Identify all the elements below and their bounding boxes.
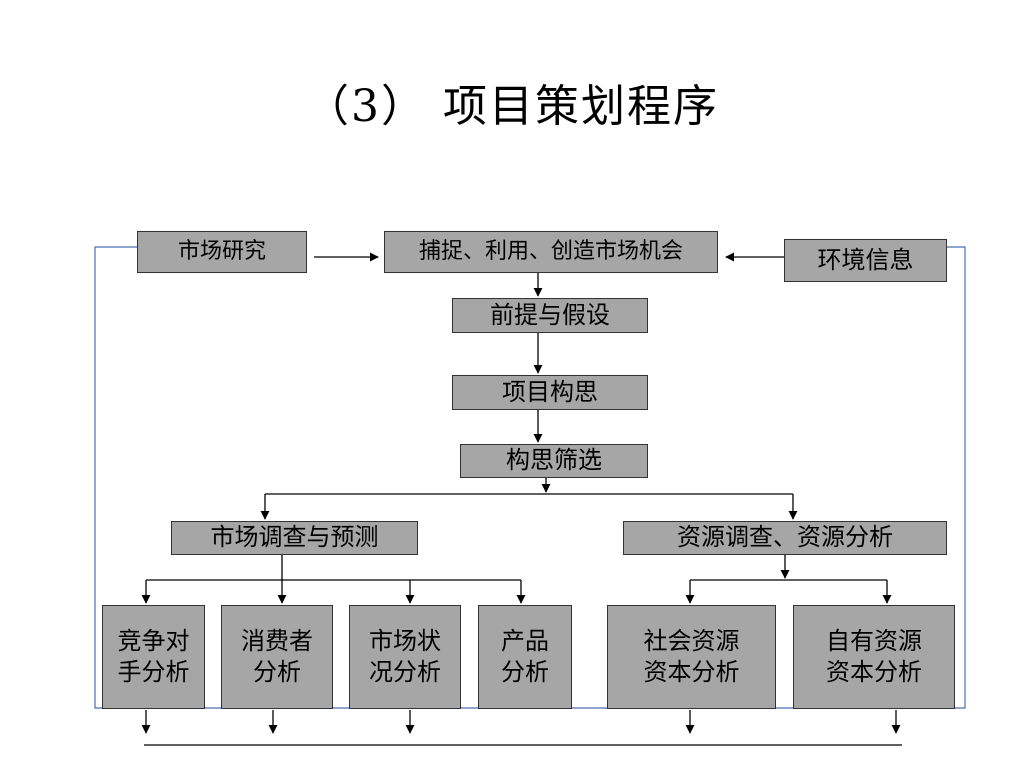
node-consumer-analysis: 消费者 分析 — [221, 605, 333, 709]
node-product-analysis: 产品 分析 — [478, 605, 572, 709]
node-label-line1: 竞争对 — [117, 626, 190, 655]
node-capture-opportunity: 捕捉、利用、创造市场机会 — [384, 231, 718, 273]
node-market-survey: 市场调查与预测 — [171, 521, 418, 555]
node-label-line1: 产品 — [501, 626, 549, 655]
node-social-resource-analysis: 社会资源 资本分析 — [607, 605, 776, 709]
node-label-line1: 社会资源 — [643, 626, 740, 655]
node-label: 前提与假设 — [490, 300, 610, 329]
node-env-info: 环境信息 — [784, 239, 947, 282]
node-label: 项目构思 — [502, 377, 598, 406]
node-label-line2: 况分析 — [369, 658, 441, 686]
node-resource-survey: 资源调查、资源分析 — [623, 521, 947, 555]
node-label-line1: 消费者 — [241, 626, 313, 655]
node-label-line2: 资本分析 — [826, 658, 922, 686]
node-label-line1: 自有资源 — [826, 626, 922, 655]
node-label: 市场调查与预测 — [210, 523, 379, 552]
node-competitor-analysis: 竞争对 手分析 — [102, 605, 205, 709]
node-label-line2: 分析 — [253, 658, 301, 686]
node-label: 构思筛选 — [506, 446, 602, 475]
node-label-line2: 手分析 — [117, 658, 190, 686]
node-label: 环境信息 — [817, 245, 914, 274]
node-own-resource-analysis: 自有资源 资本分析 — [793, 605, 955, 709]
node-market-research: 市场研究 — [137, 231, 307, 273]
node-label-line2: 资本分析 — [643, 658, 740, 686]
node-concept: 项目构思 — [452, 375, 648, 410]
node-label-line2: 分析 — [501, 658, 549, 686]
node-label: 市场研究 — [177, 238, 266, 264]
node-premise: 前提与假设 — [452, 298, 648, 333]
node-label: 资源调查、资源分析 — [677, 523, 893, 552]
node-market-status-analysis: 市场状 况分析 — [349, 605, 461, 709]
node-screening: 构思筛选 — [460, 444, 648, 478]
page-title: （3） 项目策划程序 — [305, 81, 719, 132]
node-label-line1: 市场状 — [369, 626, 441, 655]
node-label: 捕捉、利用、创造市场机会 — [418, 238, 683, 264]
